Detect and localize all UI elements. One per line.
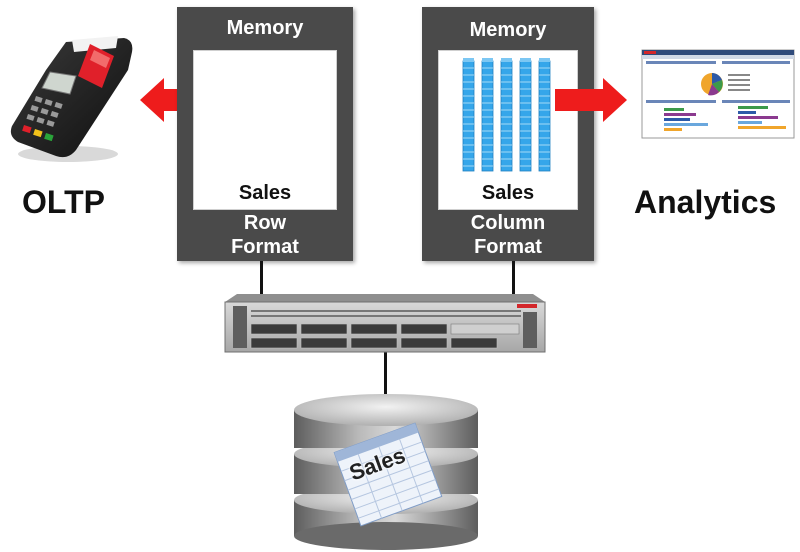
connector-server-database xyxy=(384,352,387,398)
arrow-to-analytics xyxy=(555,78,627,122)
column-bar xyxy=(519,58,532,172)
table-label: Sales xyxy=(481,182,535,204)
column-bar xyxy=(538,58,551,172)
panel-title: Memory xyxy=(226,17,304,39)
column-store-icon xyxy=(462,58,551,172)
connector-left-panel-server xyxy=(260,261,263,298)
row-format-memory-panel: Memory Sales Row Format xyxy=(177,7,353,261)
analytics-label: Analytics xyxy=(634,184,777,220)
format-line-2: Format xyxy=(231,236,299,258)
format-line-1: Row xyxy=(243,212,287,234)
oltp-label: OLTP xyxy=(22,184,105,220)
table-label: Sales xyxy=(238,182,292,204)
memory-area: Sales xyxy=(193,50,337,210)
panel-title: Memory xyxy=(469,19,547,41)
memory-area: Sales xyxy=(438,50,578,210)
format-line-2: Format xyxy=(474,236,542,258)
column-bar xyxy=(462,58,475,172)
database-cylinder-icon xyxy=(294,394,478,550)
analytics-dashboard-icon xyxy=(641,49,795,139)
column-bar xyxy=(500,58,513,172)
column-bar xyxy=(481,58,494,172)
connector-right-panel-server xyxy=(512,261,515,298)
rack-server-icon xyxy=(224,294,546,353)
format-line-1: Column xyxy=(470,212,546,234)
payment-terminal-icon xyxy=(10,36,133,162)
column-format-memory-panel: Memory Sales Column Format xyxy=(422,7,594,261)
